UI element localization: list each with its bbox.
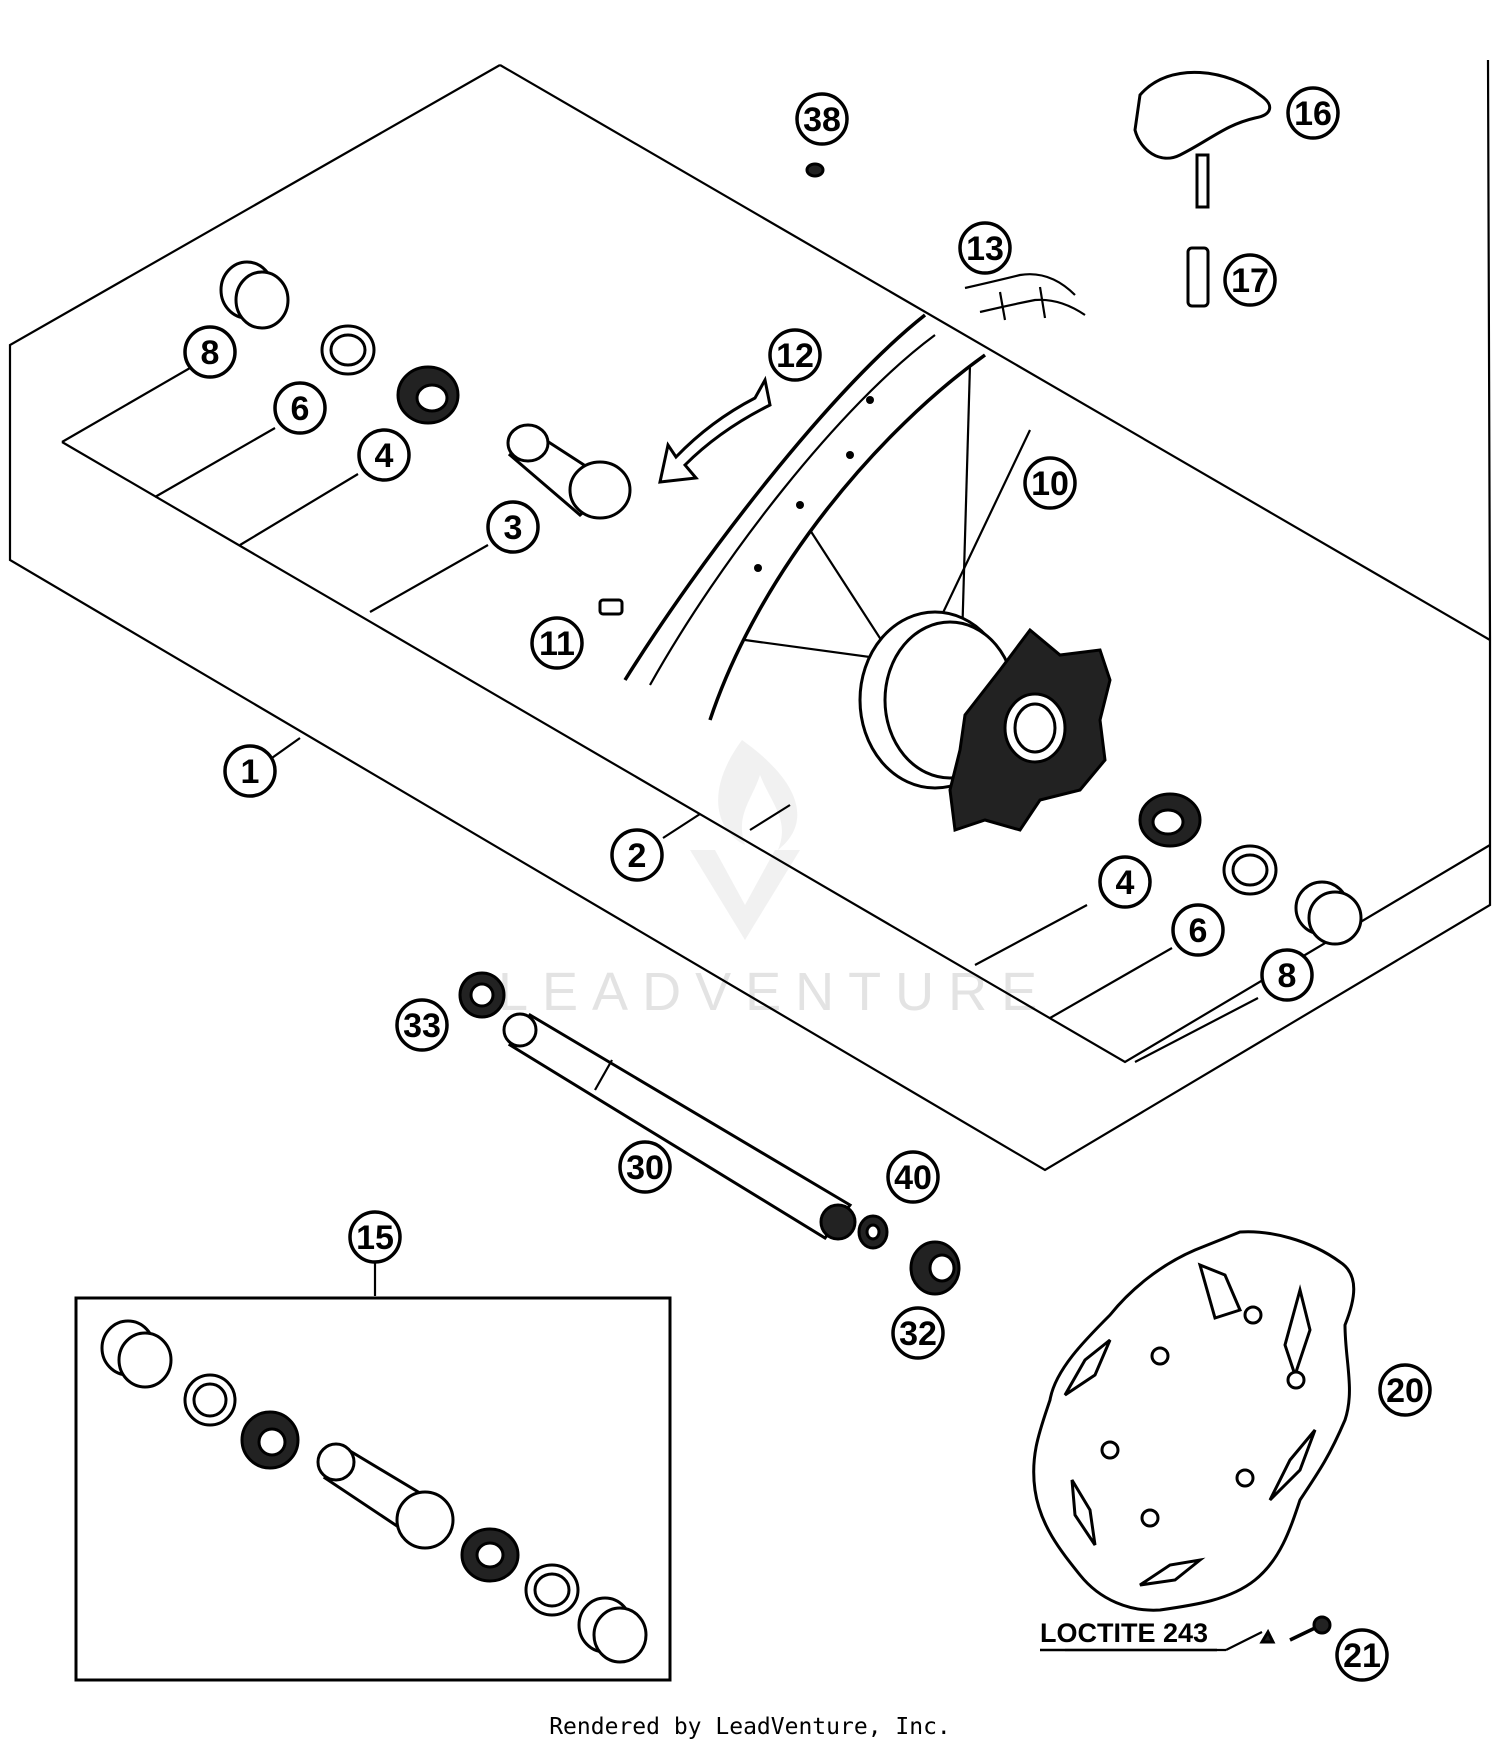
svg-text:10: 10 bbox=[1031, 465, 1069, 503]
watermark-text: LEADVENTURE bbox=[498, 962, 1051, 1022]
kit-box-15 bbox=[74, 1296, 672, 1682]
wheel-assembly-outline bbox=[8, 59, 1492, 1172]
seal-8-right bbox=[1294, 880, 1363, 946]
callout-6: 6 bbox=[273, 381, 327, 435]
callout-30: 30 bbox=[618, 1140, 672, 1194]
svg-text:1: 1 bbox=[241, 753, 260, 791]
svg-text:13: 13 bbox=[966, 230, 1004, 268]
callout-32: 32 bbox=[891, 1306, 945, 1360]
svg-text:6: 6 bbox=[1189, 912, 1208, 950]
callout-38: 38 bbox=[795, 92, 849, 146]
svg-text:2: 2 bbox=[628, 837, 647, 875]
callout-8: 8 bbox=[1260, 948, 1314, 1002]
callout-15: 15 bbox=[348, 1210, 402, 1264]
spacer-3 bbox=[506, 423, 632, 520]
callout-17: 17 bbox=[1223, 253, 1277, 307]
svg-text:38: 38 bbox=[803, 101, 841, 139]
brake-disc-20 bbox=[1032, 1230, 1356, 1612]
nut-32 bbox=[909, 1240, 961, 1296]
svg-text:8: 8 bbox=[1278, 957, 1297, 995]
svg-text:20: 20 bbox=[1386, 1372, 1424, 1410]
callout-4: 4 bbox=[357, 428, 411, 482]
footer-credit: Rendered by LeadVenture, Inc. bbox=[549, 1714, 951, 1740]
nipple-11 bbox=[598, 598, 624, 616]
svg-text:16: 16 bbox=[1294, 95, 1332, 133]
loctite-label: LOCTITE 243 bbox=[1040, 1618, 1208, 1648]
hub-2 bbox=[858, 610, 1112, 833]
callout-33: 33 bbox=[395, 998, 449, 1052]
callout-6: 6 bbox=[1171, 903, 1225, 957]
callout-8: 8 bbox=[183, 325, 237, 379]
svg-text:12: 12 bbox=[776, 337, 814, 375]
callout-16: 16 bbox=[1286, 86, 1340, 140]
washer-40 bbox=[857, 1214, 889, 1250]
callout-40: 40 bbox=[886, 1150, 940, 1204]
callout-10: 10 bbox=[1023, 456, 1077, 510]
callout-1: 1 bbox=[223, 744, 277, 798]
svg-text:4: 4 bbox=[1116, 864, 1135, 902]
callout-21: 21 bbox=[1335, 1628, 1389, 1682]
svg-text:33: 33 bbox=[403, 1007, 441, 1045]
callout-3: 3 bbox=[486, 500, 540, 554]
svg-text:30: 30 bbox=[626, 1149, 664, 1187]
callout-11: 11 bbox=[530, 616, 584, 670]
nut-17 bbox=[1186, 246, 1210, 308]
watermark-logo bbox=[690, 740, 800, 940]
ring-6-right bbox=[1222, 844, 1278, 896]
svg-text:32: 32 bbox=[899, 1315, 937, 1353]
svg-text:11: 11 bbox=[539, 625, 575, 663]
callout-20: 20 bbox=[1378, 1363, 1432, 1417]
callout-13: 13 bbox=[958, 221, 1012, 275]
svg-text:8: 8 bbox=[201, 334, 220, 372]
rotation-arrow-icon bbox=[658, 375, 772, 484]
svg-text:40: 40 bbox=[894, 1159, 932, 1197]
callout-4: 4 bbox=[1098, 855, 1152, 909]
svg-text:4: 4 bbox=[375, 437, 394, 475]
bearing-4-left bbox=[396, 365, 460, 425]
valve-cap-38 bbox=[805, 162, 825, 178]
axle-30 bbox=[502, 1012, 857, 1241]
kit-contents-15 bbox=[100, 1319, 648, 1664]
leader-lines bbox=[61, 367, 1263, 1652]
seal-33 bbox=[458, 971, 506, 1019]
callout-12: 12 bbox=[768, 328, 822, 382]
seal-8-left bbox=[219, 260, 290, 330]
svg-text:21: 21 bbox=[1343, 1637, 1381, 1675]
rim-tape-13 bbox=[964, 273, 1086, 321]
rim-lock-16 bbox=[1133, 70, 1271, 209]
svg-text:6: 6 bbox=[291, 390, 310, 428]
bolt-21 bbox=[1259, 1615, 1332, 1644]
svg-text:17: 17 bbox=[1231, 262, 1269, 300]
ring-6-left bbox=[320, 324, 376, 376]
svg-text:15: 15 bbox=[356, 1219, 394, 1257]
rim-12 bbox=[623, 313, 987, 721]
callout-2: 2 bbox=[610, 828, 664, 882]
bearing-4-right bbox=[1138, 792, 1202, 848]
svg-text:3: 3 bbox=[504, 509, 523, 547]
